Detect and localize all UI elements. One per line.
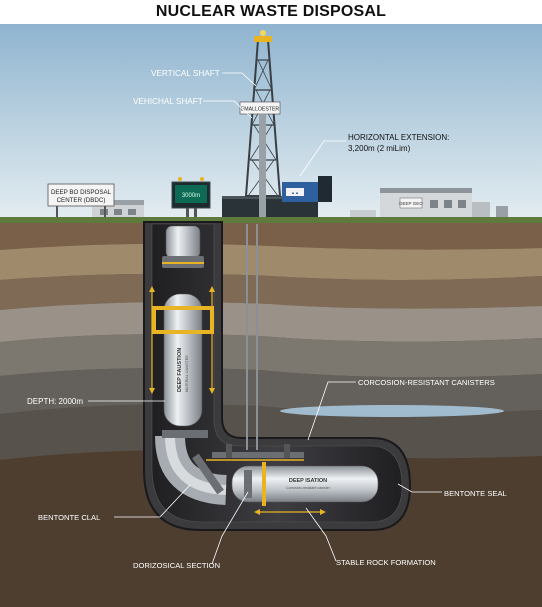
canister-horizontal-label: DEEP ISATION xyxy=(289,478,327,484)
callouts: VERTICAL SHAFT VEHICHAL SHAFT HORIZONTAL… xyxy=(27,69,507,570)
grass-surface xyxy=(0,217,542,223)
callout-vertical-shaft-top: VERTICAL SHAFT xyxy=(151,69,220,78)
building-sign-text: DEEP GEO xyxy=(399,201,423,206)
callout-horizontal-extension-line1: HORIZONTAL EXTENSION: xyxy=(348,133,449,142)
bottom-guide-arrow xyxy=(254,509,326,515)
facility-sign: DEEP BO DISPOSAL CENTER (DBDC) xyxy=(47,183,115,220)
callout-horizontal-extension-line2: 3,200m (2 miLim) xyxy=(348,144,411,153)
callout-horizontal-section: DORIZOSICAL SECTION xyxy=(133,561,220,570)
canister-vertical: DEEP FAUSTION MATERIAL CANISTER xyxy=(152,293,214,427)
canister-vertical-label: DEEP FAUSTION xyxy=(177,348,183,392)
facility-sign-line1: DEEP BO DISPOSAL xyxy=(51,189,112,196)
placement-carriage xyxy=(206,224,304,461)
canister-horizontal-sublabel: Corrosion-resistant canister xyxy=(286,486,331,490)
diagram-title: NUCLEAR WASTE DISPOSAL xyxy=(0,0,542,24)
svg-text:▲▲: ▲▲ xyxy=(291,190,299,195)
callout-bentonite-clay: BENTONTE CLAL xyxy=(38,513,100,522)
callout-depth: DEPTH: 2000m xyxy=(27,397,83,406)
shaft-guide-arrows xyxy=(149,286,215,394)
canister-vertical-sublabel: MATERIAL CANISTER xyxy=(185,355,189,392)
monitoring-station: 3000m xyxy=(171,177,211,222)
callout-canisters: CORCOSION-RESISTANT CANISTERS xyxy=(358,378,495,387)
callout-stable-rock: STABLE ROCK FORMATION xyxy=(336,558,436,567)
callout-bentonite-seal: BENTONTE SEAL xyxy=(444,489,507,498)
rock-strata xyxy=(0,223,542,607)
canister-horizontal: DEEP ISATION Corrosion-resistant caniste… xyxy=(231,462,379,506)
rig-banner-text: EMALLOESTER xyxy=(241,107,280,113)
canister-elbow xyxy=(155,430,228,505)
groundwater-lens xyxy=(280,405,504,417)
canister-upper xyxy=(162,225,204,268)
drilling-rig: ▲▲ EMALLOESTER xyxy=(222,30,332,222)
callout-vertical-shaft-mid: VEHICHAL SHAFT xyxy=(133,97,203,106)
callout-leaders xyxy=(88,72,442,565)
facility-sign-line2: CENTER (DBDC) xyxy=(57,197,106,204)
monitor-screen-text: 3000m xyxy=(182,193,200,199)
